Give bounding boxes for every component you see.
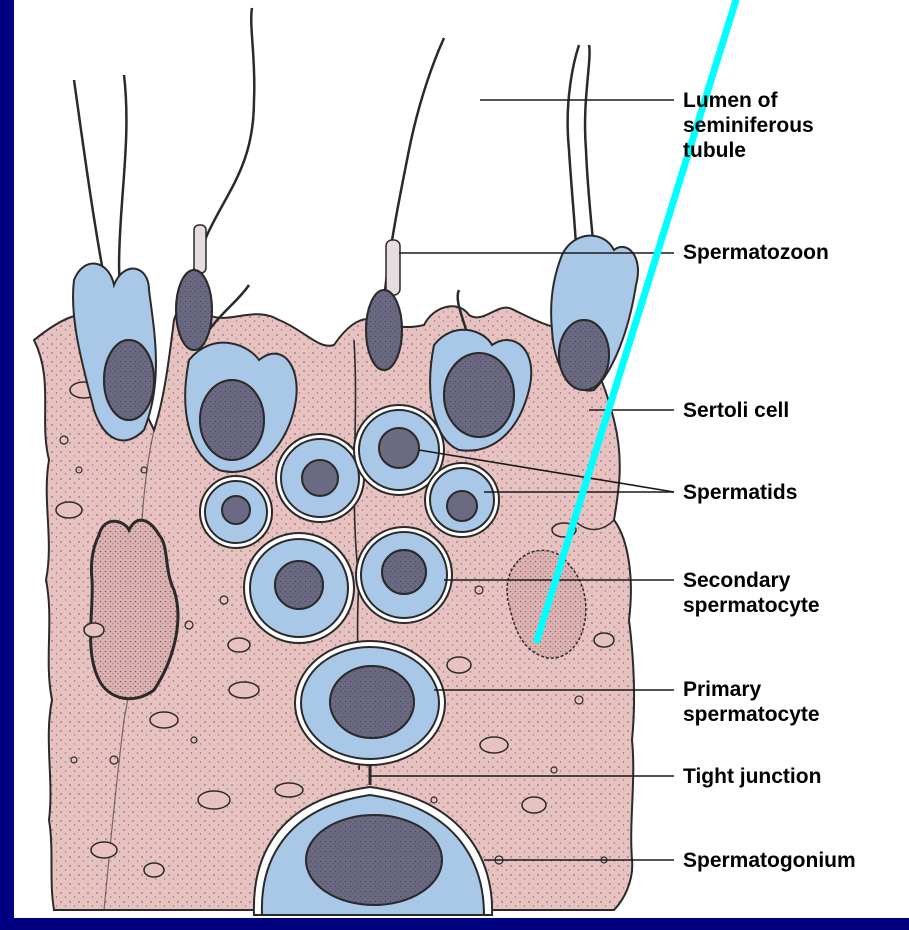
diagram-panel: Lumen of seminiferous tubule Spermatozoo… <box>14 0 909 918</box>
label-secondary-line2: spermatocyte <box>683 593 820 618</box>
label-spermatogonium: Spermatogonium <box>683 848 856 873</box>
sperm-tails <box>74 8 597 350</box>
label-secondary-line1: Secondary <box>683 568 790 593</box>
spermatozoon-midpiece <box>386 240 400 295</box>
label-sertoli-cell: Sertoli cell <box>683 398 789 423</box>
label-primary-line1: Primary <box>683 677 761 702</box>
label-lumen-line3: tubule <box>683 138 746 163</box>
label-tight-junction: Tight junction <box>683 764 821 789</box>
label-lumen-line2: seminiferous <box>683 113 814 138</box>
primary-spermatocyte <box>295 641 445 765</box>
label-primary-line2: spermatocyte <box>683 702 820 727</box>
label-spermatozoon: Spermatozoon <box>683 240 829 265</box>
label-spermatids: Spermatids <box>683 480 797 505</box>
label-lumen-line1: Lumen of <box>683 88 778 113</box>
